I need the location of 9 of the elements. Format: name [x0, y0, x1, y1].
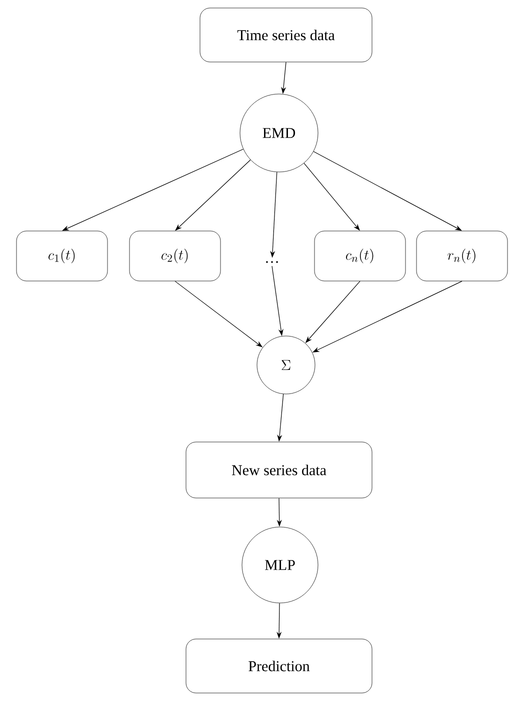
process-box: Prediction — [186, 638, 372, 694]
arrow — [313, 151, 462, 231]
ellipsis-text: … — [266, 261, 278, 263]
process-box: New series data — [186, 442, 372, 498]
component-box: $c_n(t)$ — [314, 230, 406, 282]
component-box: $r_n(t)$ — [416, 230, 508, 282]
process-box: Time series data — [200, 8, 372, 62]
component-box: $c_2(t)$ — [129, 230, 221, 282]
component-box: $c_1(t)$ — [16, 230, 108, 282]
